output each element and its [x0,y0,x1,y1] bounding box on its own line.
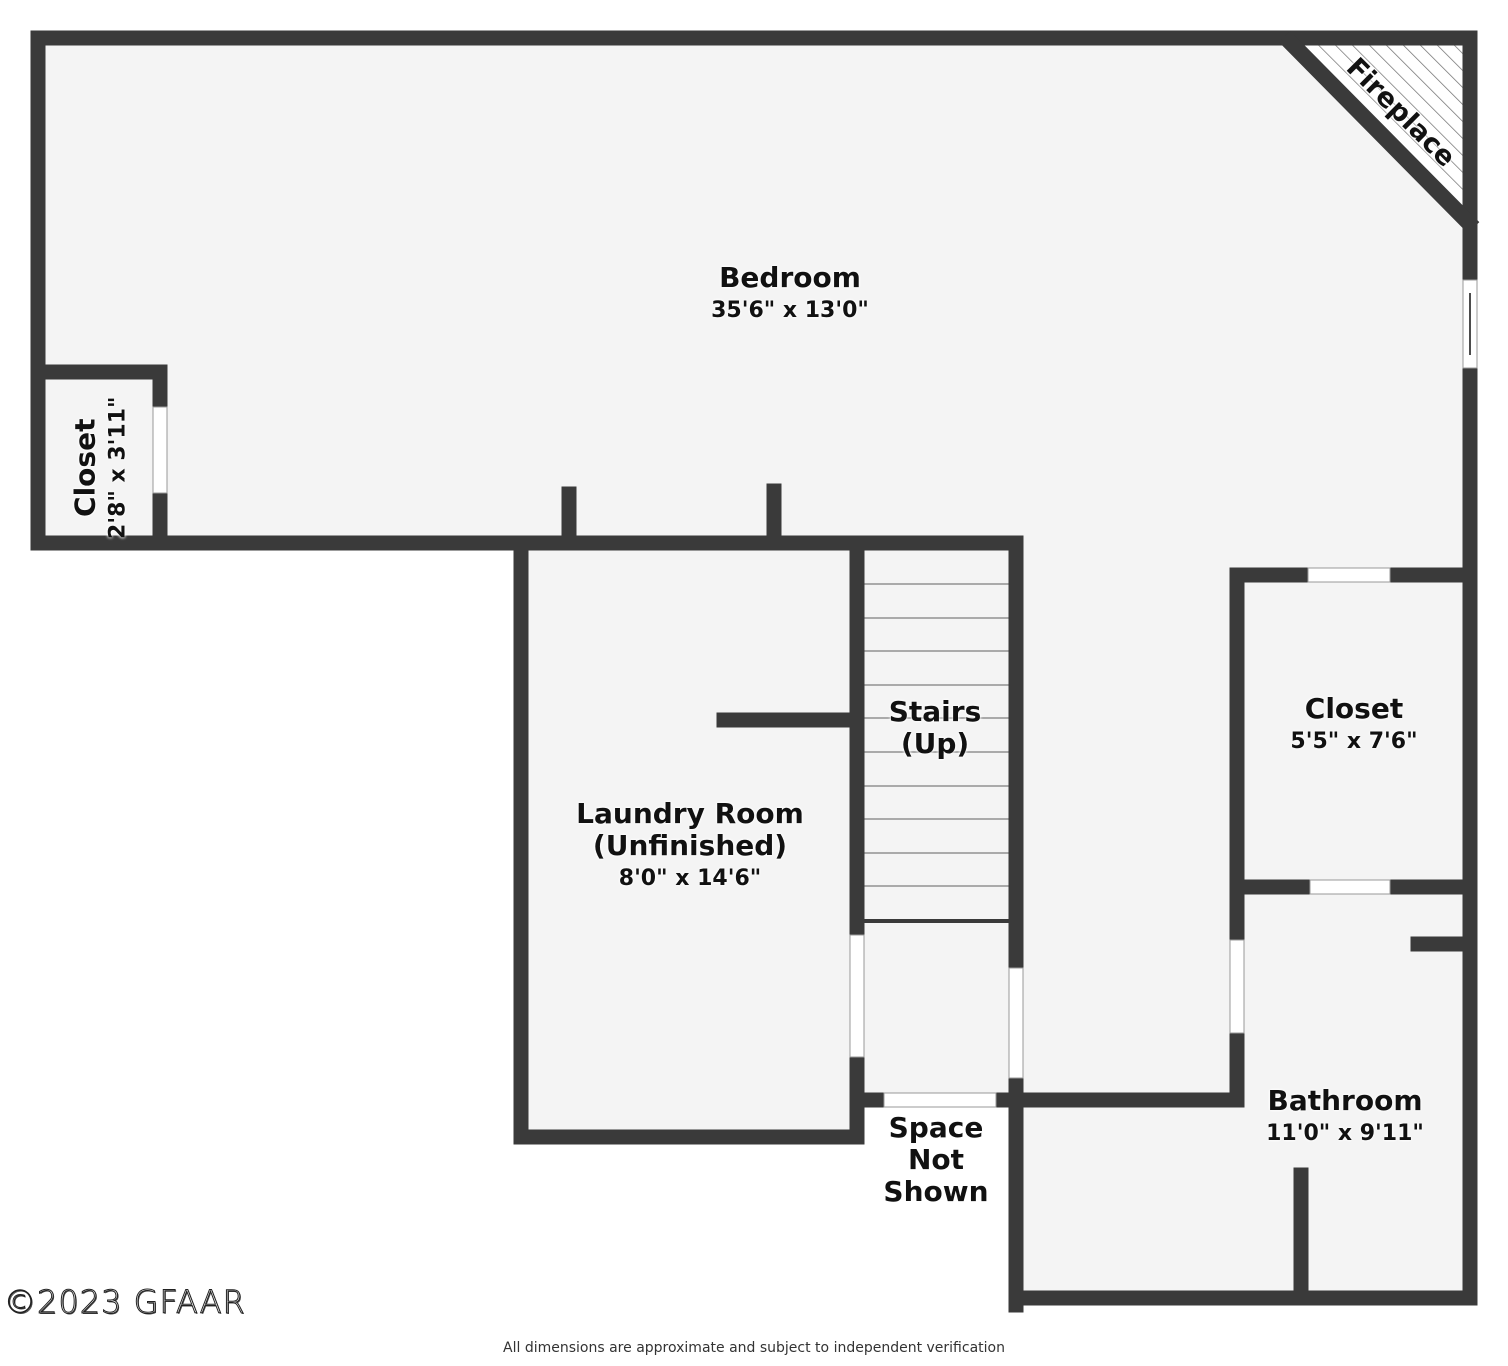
room-label-closet-small: Closet 2'8" x 3'11" [68,383,131,553]
room-label-laundry: Laundry Room (Unfinished) 8'0" x 14'6" [550,797,830,892]
stairs-floor [857,545,1016,1100]
openings [152,279,1478,1108]
room-name: Closet [1304,692,1404,725]
label-line2: Not [907,1143,965,1177]
room-name: Closet [68,418,102,517]
label-space-not-shown: Space Not Shown [866,1111,1006,1209]
label-line3: Shown [883,1175,989,1209]
dimensions-disclaimer: All dimensions are approximate and subje… [503,1340,1005,1356]
room-dimensions: 5'5" x 7'6" [1290,729,1418,755]
room-dimensions: 2'8" x 3'11" [105,396,131,539]
room-label-closet-large: Closet 5'5" x 7'6" [1254,692,1454,755]
room-name-line2: (Unfinished) [592,829,788,863]
copyright-watermark: ©2023 GFAAR [4,1283,246,1322]
walls [30,30,1480,1313]
stair-treads [864,583,1009,887]
room-name-line1: Laundry Room [576,797,804,830]
room-dimensions: 8'0" x 14'6" [618,866,762,892]
room-name-line1: Stairs [888,695,982,728]
label-line1: Space [888,1111,984,1144]
closet-large-floor [1237,575,1470,887]
room-name: Bedroom [719,261,861,294]
laundry-floor [521,545,857,1137]
bedroom-floor [38,38,1470,1100]
room-name-line2: (Up) [900,727,970,761]
room-dimensions: 11'0" x 9'11" [1266,1121,1424,1147]
room-label-stairs: Stairs (Up) [875,695,995,761]
room-label-bedroom: Bedroom 35'6" x 13'0" [690,261,890,324]
room-label-bathroom: Bathroom 11'0" x 9'11" [1245,1084,1445,1147]
floors [38,38,1470,1298]
room-dimensions: 35'6" x 13'0" [711,298,869,324]
room-name: Bathroom [1267,1084,1423,1117]
closet-small-floor [38,372,160,543]
